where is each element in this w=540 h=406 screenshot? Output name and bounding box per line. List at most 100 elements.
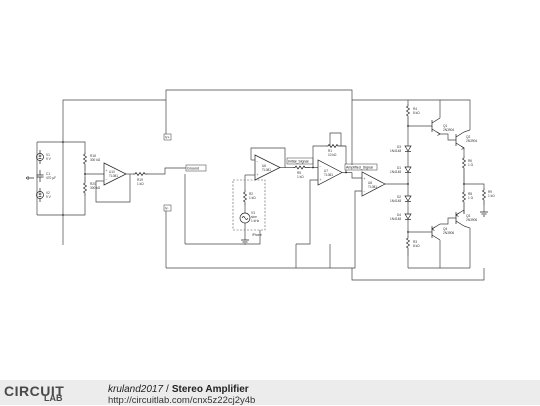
D3-value: 1N4148 xyxy=(390,149,401,153)
svg-text:Amplified_Signal: Amplified_Signal xyxy=(346,166,373,170)
U6-name: U6 xyxy=(262,164,266,168)
R20-value: 300 kΩ xyxy=(90,186,101,190)
svg-text:−: − xyxy=(364,190,366,194)
battery-V1: V1 9 V xyxy=(36,150,52,164)
project-url[interactable]: http://circuitlab.com/cnx5z22cj2y4b xyxy=(108,395,256,406)
V2-name: V2 xyxy=(46,191,50,195)
project-title[interactable]: Stereo Amplifier xyxy=(171,384,249,395)
V3-type: sine xyxy=(251,215,257,219)
R1-name: R1 xyxy=(328,149,332,153)
U10-name: U10 xyxy=(109,170,115,174)
R5-name: R5 xyxy=(297,171,301,175)
transistor-Q1: Q1 2N3904 xyxy=(431,117,454,136)
R8-name: R8 xyxy=(468,192,472,196)
svg-text:V+: V+ xyxy=(165,136,170,140)
V3-freq: 1 kHz xyxy=(251,219,260,223)
gain-stage: R5 1 kΩ − + U7 TL081 R1 10 kΩ xyxy=(288,132,352,268)
ground-buffer: R18 300 kΩ R20 300 kΩ + − U10 TL081 R19 … xyxy=(63,141,186,216)
R5-value: 1 kΩ xyxy=(297,175,304,179)
opamp-U7: − + U7 TL081 xyxy=(317,159,343,186)
svg-text:Initial_Signal: Initial_Signal xyxy=(288,160,309,164)
R3-value: 8 kΩ xyxy=(413,244,420,248)
svg-text:−: − xyxy=(320,165,322,169)
D2-value: 1N4148 xyxy=(390,199,401,203)
footer-bar: CIRCUIT LAB kruland2017/Stereo Amplifier… xyxy=(0,380,540,406)
author-link[interactable]: kruland2017 xyxy=(108,384,164,395)
C1-name: C1 xyxy=(46,172,50,176)
Q2-name: Q2 xyxy=(466,135,470,139)
opamp-U6: − + U6 TL081 xyxy=(254,154,281,181)
R2-value: 1 kΩ xyxy=(249,196,256,200)
transistor-Q4: Q4 2N3906 xyxy=(431,223,454,241)
D2-name: D2 xyxy=(397,195,401,199)
U6-value: TL081 xyxy=(262,168,271,172)
R6-value: 1 Ω xyxy=(468,163,474,167)
opamp-U8: + − U8 TL081 xyxy=(361,171,386,197)
U7-value: TL081 xyxy=(324,173,333,177)
capacitor-C1: C1 470 µF xyxy=(36,170,56,182)
D3-name: D3 xyxy=(397,145,401,149)
power-supply: V1 9 V C1 470 µF V2 9 V xyxy=(26,141,64,216)
svg-text:+: + xyxy=(106,169,108,173)
V2-value: 9 V xyxy=(46,195,52,199)
net-ground: Ground xyxy=(185,164,207,172)
D4-value: 1N4148 xyxy=(390,217,401,221)
R4-name: R4 xyxy=(413,107,417,111)
opamp-U10: + − U10 TL081 xyxy=(103,162,127,186)
U8-value: TL081 xyxy=(368,185,377,189)
R3-name: R3 xyxy=(413,240,417,244)
R8-value: 1 Ω xyxy=(468,196,474,200)
circuit-schematic: V1 9 V C1 470 µF V2 9 V R18 300 kΩ xyxy=(26,89,495,281)
net-amplified-signal: Amplified_Signal xyxy=(344,163,378,171)
Q3-value: 2N3906 xyxy=(466,218,477,222)
R9-value: 1 kΩ xyxy=(488,194,495,198)
svg-text:+: + xyxy=(320,178,322,182)
output-stage: R4 8 kΩ D3 1N4148 D1 1N4148 D2 1N4148 xyxy=(351,99,495,281)
transistor-Q2: Q2 2N3904 xyxy=(455,131,477,150)
V1-value: 9 V xyxy=(46,157,52,161)
R20-name: R20 xyxy=(90,182,96,186)
net-vplus: V+ xyxy=(62,99,172,142)
V3-name: V3 xyxy=(251,211,255,215)
Q1-name: Q1 xyxy=(443,124,447,128)
Q4-name: Q4 xyxy=(443,227,447,231)
title-line: kruland2017/Stereo Amplifier xyxy=(108,384,249,395)
svg-text:Ground: Ground xyxy=(187,167,199,171)
U7-name: U7 xyxy=(324,169,328,173)
Q1-value: 2N3904 xyxy=(443,128,454,132)
driver-stage: + − U8 TL081 xyxy=(329,140,408,269)
svg-text:+: + xyxy=(364,177,366,181)
svg-text:V-: V- xyxy=(165,207,169,211)
R18-name: R18 xyxy=(90,154,96,158)
U10-value: TL081 xyxy=(109,174,118,178)
Q4-value: 2N3906 xyxy=(443,231,454,235)
R9-name: R9 xyxy=(488,190,492,194)
R2-name: R2 xyxy=(249,192,253,196)
circuitlab-logo: CIRCUIT LAB xyxy=(4,383,92,403)
R18-value: 300 kΩ xyxy=(90,158,101,162)
svg-text:−: − xyxy=(106,178,108,182)
logo-lab-text: LAB xyxy=(44,393,63,403)
iPhone-label: iPhone xyxy=(252,233,262,237)
D1-name: D1 xyxy=(397,166,401,170)
V1-name: V1 xyxy=(46,153,50,157)
input-stage: − + U6 TL081 R2 1 kΩ V3 sine 1 kHz iPhon… xyxy=(232,147,288,245)
net-initial-signal: Initial_Signal xyxy=(286,157,314,165)
title-separator: / xyxy=(166,384,169,395)
battery-V2: V2 9 V xyxy=(36,188,52,202)
svg-text:−: − xyxy=(257,160,259,164)
Q2-value: 2N3904 xyxy=(466,139,477,143)
C1-value: 470 µF xyxy=(46,176,56,180)
R1-value: 10 kΩ xyxy=(328,153,337,157)
sine-source-V3: V3 sine 1 kHz xyxy=(239,205,260,230)
D1-value: 1N4148 xyxy=(390,170,401,174)
transistor-Q3: Q3 2N3906 xyxy=(455,209,477,227)
R19-value: 1 kΩ xyxy=(137,182,144,186)
R19-name: R19 xyxy=(137,178,143,182)
logo-circuit-text: CIRCUIT xyxy=(4,383,65,399)
Q3-name: Q3 xyxy=(466,214,470,218)
R4-value: 8 kΩ xyxy=(413,111,420,115)
U8-name: U8 xyxy=(368,181,372,185)
svg-text:+: + xyxy=(257,173,259,177)
R6-name: R6 xyxy=(468,159,472,163)
